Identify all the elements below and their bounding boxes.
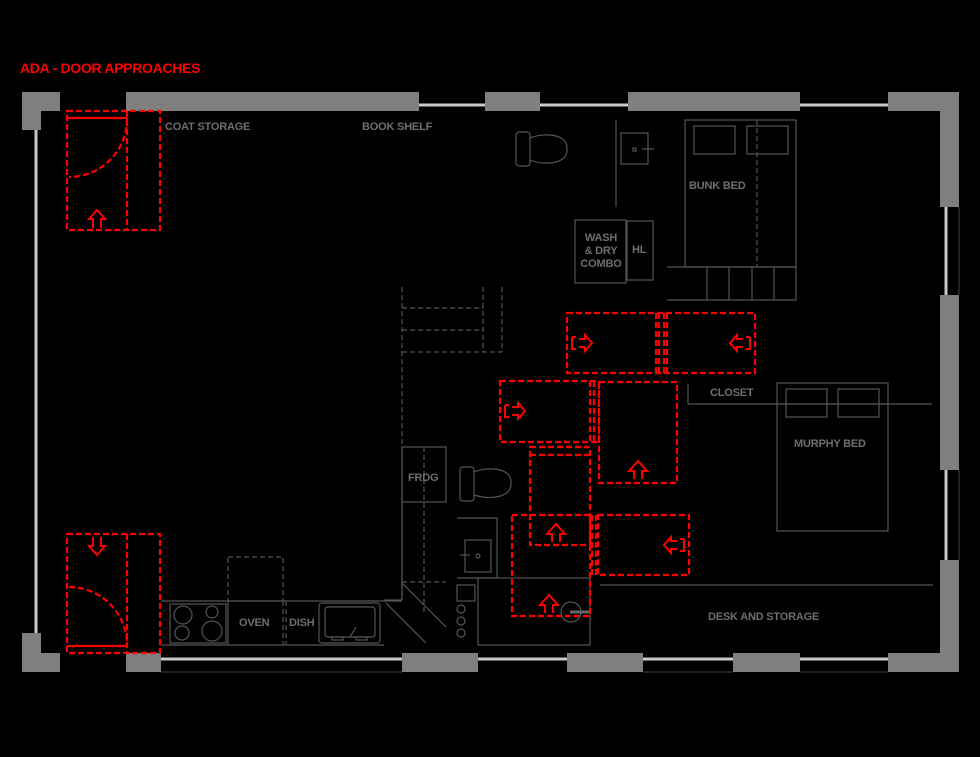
bath-sink-icon <box>457 517 498 579</box>
label-hl: HL <box>632 244 647 256</box>
label-wash-dry-l3: COMBO <box>580 258 622 270</box>
label-fridge: FRDG <box>408 472 439 484</box>
label-wash-dry-l2: & DRY <box>584 245 618 257</box>
ada-zone-hall-door <box>498 379 679 485</box>
ada-zone-entry-bottom <box>65 532 162 655</box>
page-title: ADA - DOOR APPROACHES <box>20 60 201 76</box>
toilet-icon <box>515 131 568 167</box>
shower <box>456 577 591 646</box>
toilet-icon-2 <box>459 466 512 502</box>
label-book-shelf: BOOK SHELF <box>362 121 433 133</box>
label-coat-storage: COAT STORAGE <box>165 121 251 133</box>
fridge <box>384 446 447 644</box>
closet <box>687 382 932 532</box>
label-bunk-bed: BUNK BED <box>689 180 746 192</box>
label-wash-dry-l1: WASH <box>584 232 618 244</box>
ada-zone-bath-door <box>565 311 757 375</box>
windows <box>34 103 960 673</box>
ada-zone-bath2 <box>528 445 592 547</box>
ada-zone-entry-top <box>65 109 162 232</box>
label-closet: CLOSET <box>710 387 754 399</box>
label-wash-dry: WASH & DRY COMBO <box>577 232 625 271</box>
label-oven: OVEN <box>239 617 270 629</box>
hl-cabinet <box>626 220 654 281</box>
ada-zone-lower <box>510 513 691 618</box>
stairs <box>401 287 503 600</box>
washer-dryer <box>574 219 627 284</box>
kitchen-counter <box>161 556 402 646</box>
label-dishwasher: DISH <box>289 617 315 629</box>
exterior-walls <box>22 92 959 672</box>
bunk-bed <box>667 119 797 301</box>
label-desk-storage: DESK AND STORAGE <box>708 611 820 623</box>
sink-icon <box>620 132 654 165</box>
label-murphy-bed: MURPHY BED <box>794 438 866 450</box>
